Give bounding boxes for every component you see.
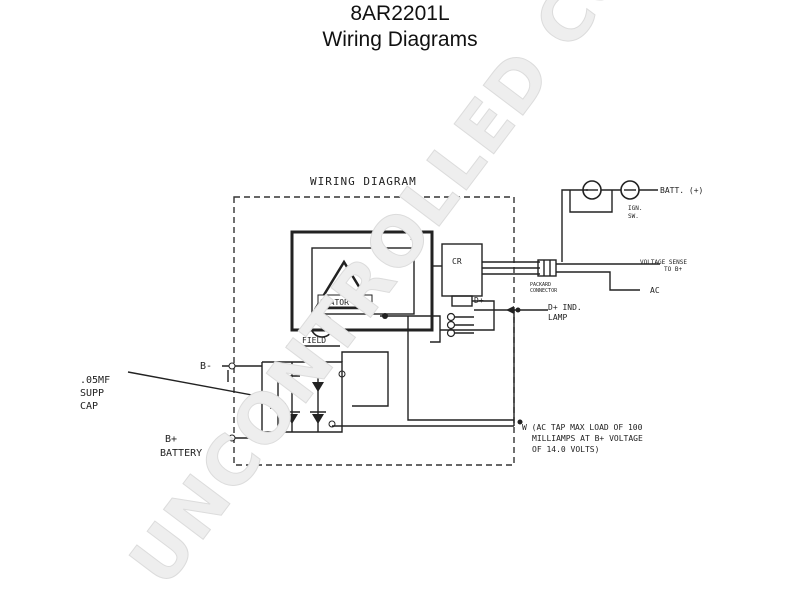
- ign-label: IGN.: [628, 205, 642, 212]
- cr-regulator-box: [441, 243, 483, 297]
- w-note-3: OF 14.0 VOLTS): [532, 445, 599, 454]
- connector-pin-3: [446, 328, 456, 338]
- w-note-1: W (AC TAP MAX LOAD OF 100: [522, 423, 643, 432]
- supp-cap-label-1: .05MF: [80, 375, 110, 386]
- ac-label: AC: [650, 286, 660, 295]
- connector-pin-2: [446, 320, 456, 330]
- packard-label-1: PACKARD: [530, 282, 551, 288]
- w-note-2: MILLIAMPS AT B+ VOLTAGE: [532, 434, 643, 443]
- sp-label: SP: [410, 233, 420, 242]
- packard-label-2: CONNECTOR: [530, 288, 558, 294]
- b-minus-label: B-: [200, 361, 212, 372]
- supp-cap-label-3: CAP: [80, 401, 98, 412]
- page-title: 8AR2201L: [350, 2, 450, 25]
- supp-cap-leader: [127, 371, 269, 399]
- battery-label: BATTERY: [160, 448, 202, 459]
- packard-connector: [537, 259, 557, 277]
- rectifier-bridge: [262, 361, 343, 433]
- batt-label: BATT. (+): [660, 186, 703, 195]
- field-arrow: [286, 342, 294, 350]
- w-terminal: [517, 419, 523, 425]
- stator-symbol: [313, 259, 375, 310]
- b-plus-label: B+: [165, 434, 177, 445]
- b-plus-terminal: [228, 434, 236, 442]
- diagram-heading: WIRING DIAGRAM: [310, 175, 417, 188]
- stator-frame-outer: [290, 230, 434, 332]
- stator-label: STATOR: [320, 298, 349, 307]
- d-plus-ind-label-2: LAMP: [548, 313, 567, 322]
- voltage-sense-label-1: VOLTAGE SENSE: [640, 259, 687, 266]
- cr-label: CR: [452, 257, 462, 266]
- voltage-sense-label-2: TO B+: [664, 266, 682, 273]
- field-label: FIELD: [302, 336, 326, 345]
- b-minus-terminal: [228, 362, 236, 370]
- connector-pin-1: [446, 312, 456, 322]
- stator-frame-inner: [311, 247, 415, 315]
- supp-cap-label-2: SUPP: [80, 388, 104, 399]
- d-plus-terminal-box: [451, 295, 473, 307]
- page-subtitle: Wiring Diagrams: [322, 28, 478, 51]
- d-plus-ind-label-1: D+ IND.: [548, 303, 582, 312]
- sw-label: SW.: [628, 213, 639, 220]
- field-coil-symbol: [310, 314, 334, 338]
